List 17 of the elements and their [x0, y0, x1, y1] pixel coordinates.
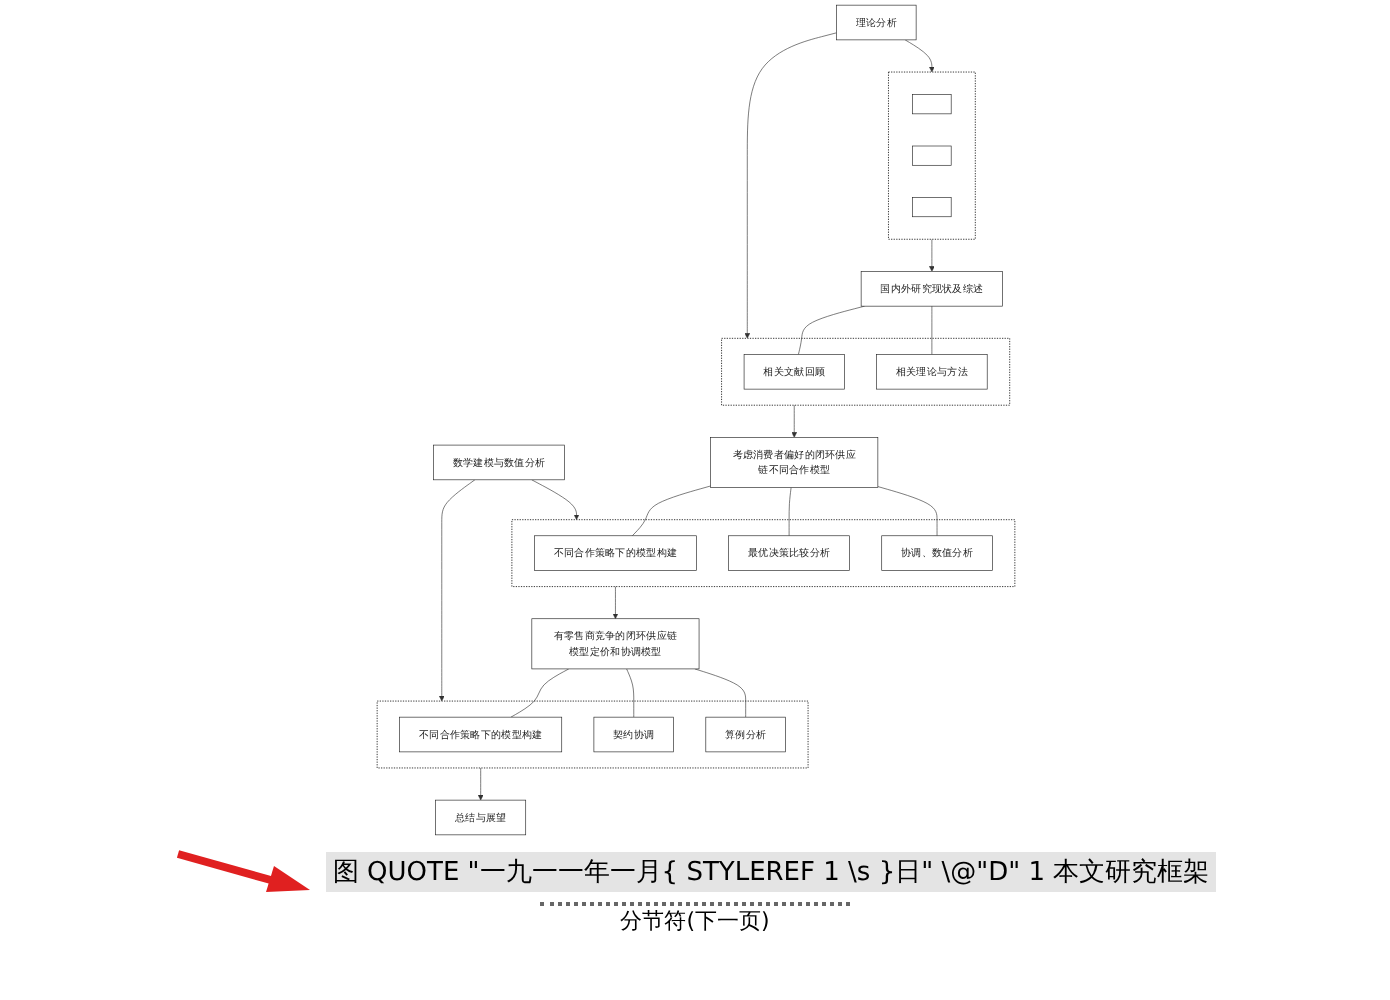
cluster: [887, 71, 975, 240]
connector: [693, 668, 745, 718]
connector: [787, 487, 791, 537]
section-break-label: 分节符(下一页): [620, 908, 770, 934]
node-box: [911, 94, 951, 115]
connector: [876, 486, 937, 537]
connector: [631, 485, 710, 537]
node-box: [911, 197, 951, 218]
cluster: [720, 337, 1010, 406]
cluster: [375, 700, 808, 769]
figure-caption: 图 QUOTE "一九一一年一月{ STYLEREF 1 \s }日" \@"D" 1 本文研究框架: [326, 852, 1216, 892]
connector: [509, 668, 569, 718]
cluster: [510, 519, 1015, 588]
connector: [797, 305, 864, 355]
connector: [930, 305, 932, 355]
connector: [625, 668, 634, 718]
node-box: [911, 145, 951, 166]
